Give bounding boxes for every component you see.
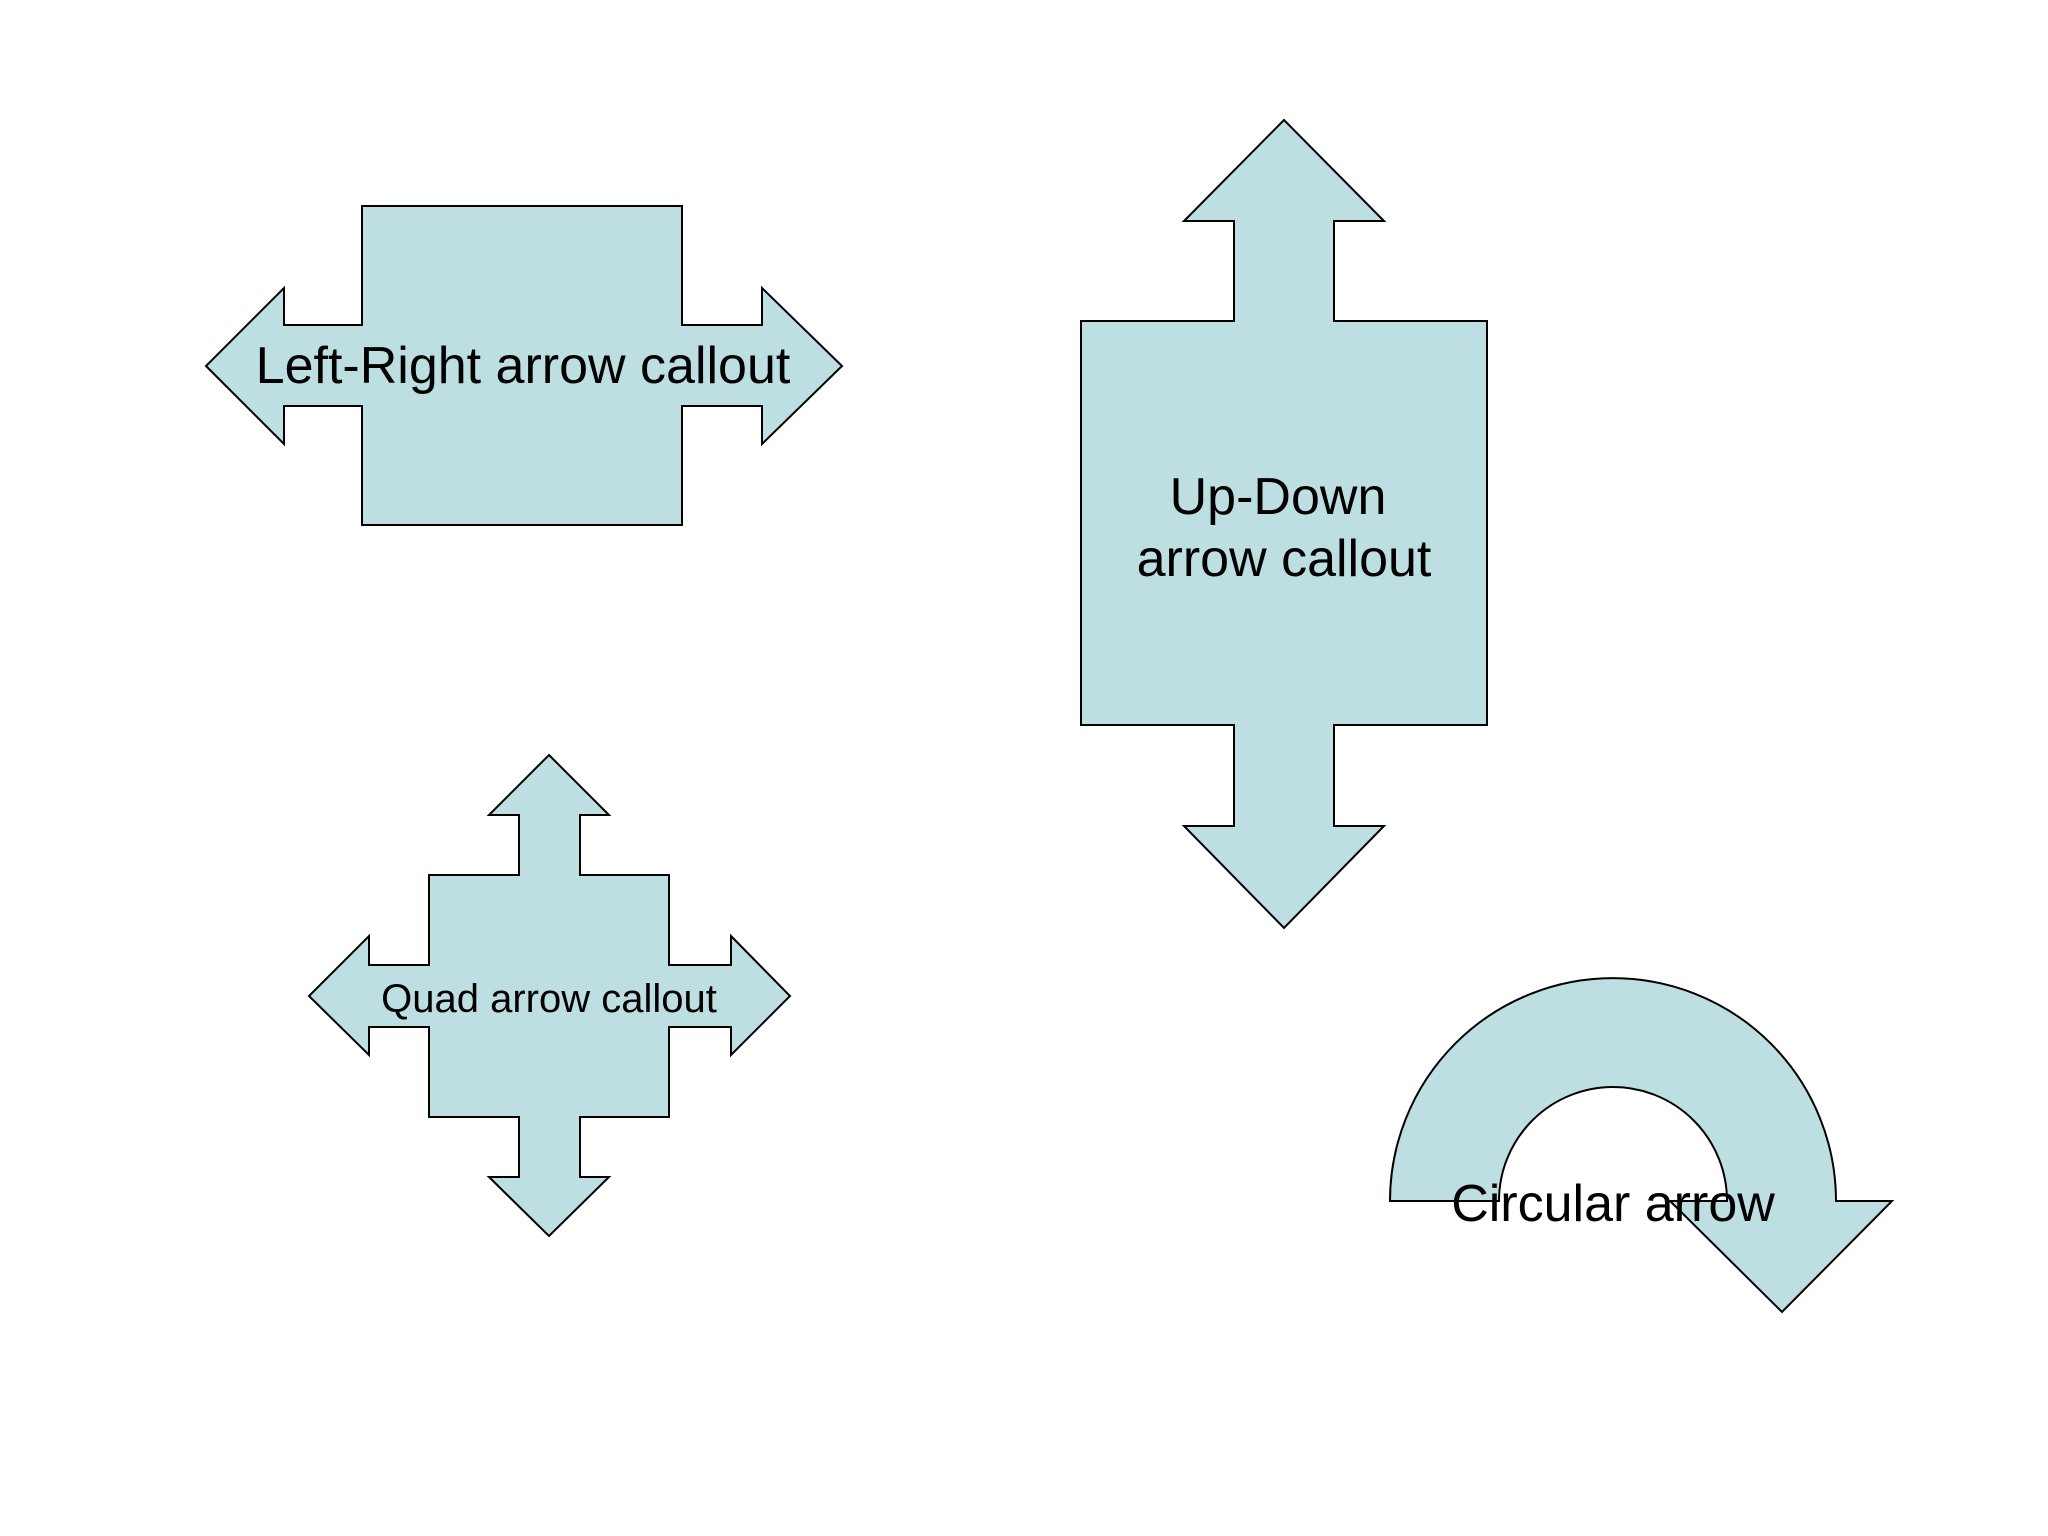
quad-arrow-callout-label: Quad arrow callout xyxy=(381,977,717,1021)
left-right-arrow-callout-label: Left-Right arrow callout xyxy=(256,337,791,395)
circular-arrow-label: Circular arrow xyxy=(1451,1175,1775,1233)
left-right-arrow-callout-shape xyxy=(204,205,844,526)
up-down-arrow-callout-label-line1: Up-Down xyxy=(1170,468,1387,526)
circular-arrow-shape xyxy=(1388,977,1895,1314)
quad-arrow-callout: Quad arrow callout xyxy=(307,753,792,1238)
left-right-arrow-callout: Left-Right arrow callout xyxy=(204,205,844,526)
up-down-arrow-callout: Up-Down arrow callout xyxy=(1080,118,1488,930)
up-down-arrow-callout-label-line2: arrow callout xyxy=(1137,530,1432,588)
up-down-arrow-callout-shape xyxy=(1080,118,1488,930)
circular-arrow: Circular arrow xyxy=(1388,977,1895,1314)
quad-arrow-callout-shape xyxy=(307,753,792,1238)
